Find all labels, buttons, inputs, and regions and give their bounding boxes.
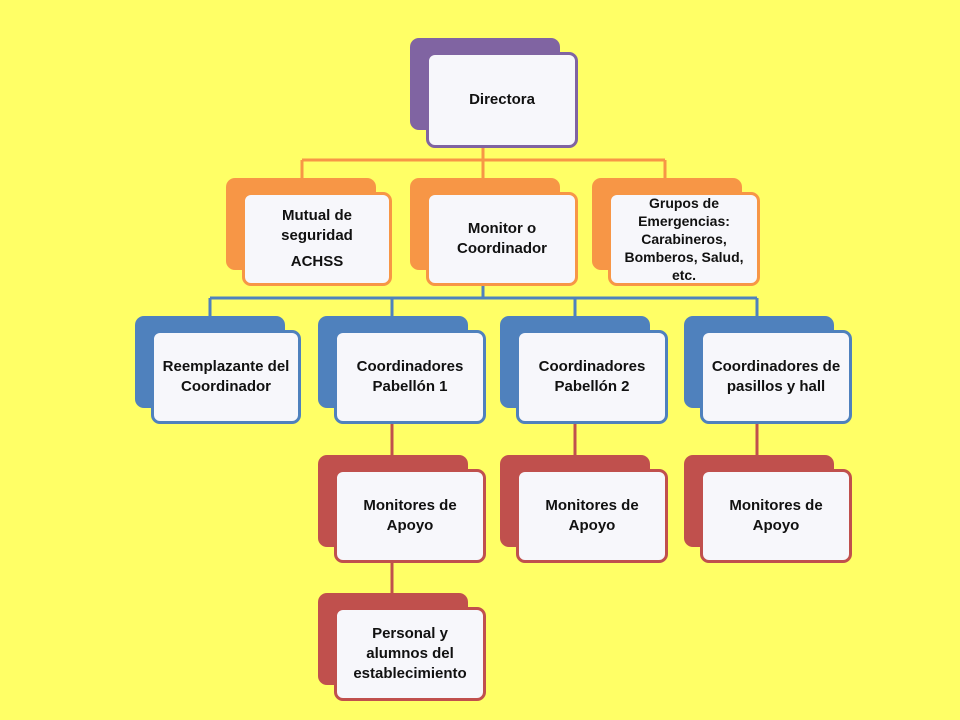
node-coord1-card: Coordinadores Pabellón 1 bbox=[334, 330, 486, 424]
node-mutual: Mutual de seguridad ACHSS bbox=[226, 178, 392, 286]
node-personal: Personal y alumnos del establecimiento bbox=[318, 593, 486, 701]
node-monitor-card: Monitor o Coordinador bbox=[426, 192, 578, 286]
node-personal-card: Personal y alumnos del establecimiento bbox=[334, 607, 486, 701]
node-directora-card: Directora bbox=[426, 52, 578, 148]
node-mutual-card: Mutual de seguridad ACHSS bbox=[242, 192, 392, 286]
connectors-level-1 bbox=[300, 146, 667, 178]
node-directora-label: Directora bbox=[469, 91, 535, 108]
node-monitores-apoyo-1-label: Monitores de Apoyo bbox=[363, 497, 457, 534]
node-monitores-apoyo-3-label: Monitores de Apoyo bbox=[729, 497, 823, 534]
node-monitores-apoyo-1-card: Monitores de Apoyo bbox=[334, 469, 486, 563]
node-monitores-apoyo-3-card: Monitores de Apoyo bbox=[700, 469, 852, 563]
node-personal-label: Personal y alumnos del establecimiento bbox=[353, 625, 467, 682]
node-coord-pasillos-label: Coordinadores de pasillos y hall bbox=[711, 358, 841, 395]
node-directora: Directora bbox=[410, 38, 578, 148]
connectors-level-3 bbox=[390, 423, 759, 593]
node-monitores-apoyo-2-card: Monitores de Apoyo bbox=[516, 469, 668, 563]
node-coord1: Coordinadores Pabellón 1 bbox=[318, 316, 486, 424]
node-mutual-sublabel: ACHSS bbox=[290, 253, 344, 270]
node-monitores-apoyo-1: Monitores de Apoyo bbox=[318, 455, 486, 563]
node-monitor-label: Monitor o Coordinador bbox=[457, 220, 547, 257]
node-grupos: Grupos de Emergencias: Carabineros, Bomb… bbox=[592, 178, 760, 286]
node-coord-pasillos: Coordinadores de pasillos y hall bbox=[684, 316, 852, 424]
node-coord2-card: Coordinadores Pabellón 2 bbox=[516, 330, 668, 424]
node-coord2: Coordinadores Pabellón 2 bbox=[500, 316, 668, 424]
node-coord-pasillos-card: Coordinadores de pasillos y hall bbox=[700, 330, 852, 424]
node-monitor: Monitor o Coordinador bbox=[410, 178, 578, 286]
node-coord2-label: Coordinadores Pabellón 2 bbox=[538, 358, 646, 395]
node-reemplazante: Reemplazante del Coordinador bbox=[135, 316, 301, 424]
node-monitores-apoyo-2-label: Monitores de Apoyo bbox=[545, 497, 639, 534]
connectors-level-2 bbox=[208, 285, 759, 316]
node-grupos-card: Grupos de Emergencias: Carabineros, Bomb… bbox=[608, 192, 760, 286]
node-coord1-label: Coordinadores Pabellón 1 bbox=[356, 358, 464, 395]
node-mutual-label: Mutual de seguridad bbox=[281, 207, 353, 244]
node-monitores-apoyo-2: Monitores de Apoyo bbox=[500, 455, 668, 563]
node-reemplazante-card: Reemplazante del Coordinador bbox=[151, 330, 301, 424]
node-reemplazante-label: Reemplazante del Coordinador bbox=[162, 358, 290, 395]
node-grupos-label: Grupos de Emergencias: Carabineros, Bomb… bbox=[624, 195, 744, 283]
node-monitores-apoyo-3: Monitores de Apoyo bbox=[684, 455, 852, 563]
